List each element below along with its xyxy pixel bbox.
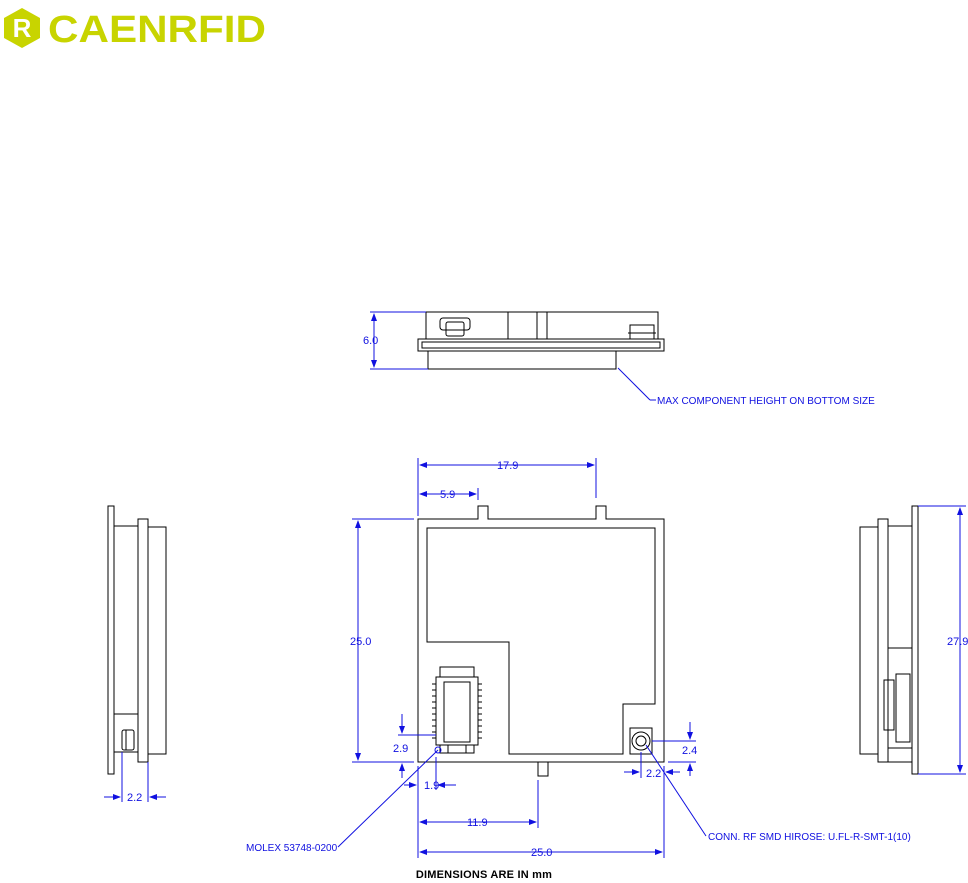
molex-note: MOLEX 53748-0200 bbox=[246, 843, 338, 854]
side-view-right bbox=[860, 506, 918, 774]
height-6-label: 6.0 bbox=[363, 335, 378, 347]
height-2-9-label: 2.9 bbox=[393, 743, 408, 755]
offset-11-9-label: 11.9 bbox=[467, 817, 488, 829]
max-height-note: MAX COMPONENT HEIGHT ON BOTTOM SIZE bbox=[657, 396, 875, 407]
left-width-2-2-label: 2.2 bbox=[127, 792, 142, 804]
offset-5-9-label: 5.9 bbox=[440, 489, 455, 501]
conn-rf-note: CONN. RF SMD HIROSE: U.FL-R-SMT-1(10) bbox=[708, 832, 911, 843]
right-height-27-9-label: 27.9 bbox=[947, 636, 968, 648]
width-25-label: 25.0 bbox=[531, 847, 552, 859]
width-1-9-label: 1.9 bbox=[424, 780, 439, 792]
height-25-label: 25.0 bbox=[350, 636, 371, 648]
units-footer: DIMENSIONS ARE IN mm bbox=[0, 869, 968, 881]
leader-conn-rf bbox=[646, 745, 706, 836]
rf-offset-2-2-label: 2.2 bbox=[646, 768, 661, 780]
rf-height-2-4-label: 2.4 bbox=[682, 745, 697, 757]
leader-max-height bbox=[618, 368, 656, 400]
side-view-left bbox=[108, 506, 166, 774]
width-17-9-label: 17.9 bbox=[497, 460, 518, 472]
dim-height-6 bbox=[370, 312, 428, 369]
front-view bbox=[418, 506, 664, 776]
molex-pins bbox=[432, 684, 482, 738]
dim-25-0-width bbox=[420, 766, 664, 858]
side-view-top bbox=[418, 312, 664, 369]
